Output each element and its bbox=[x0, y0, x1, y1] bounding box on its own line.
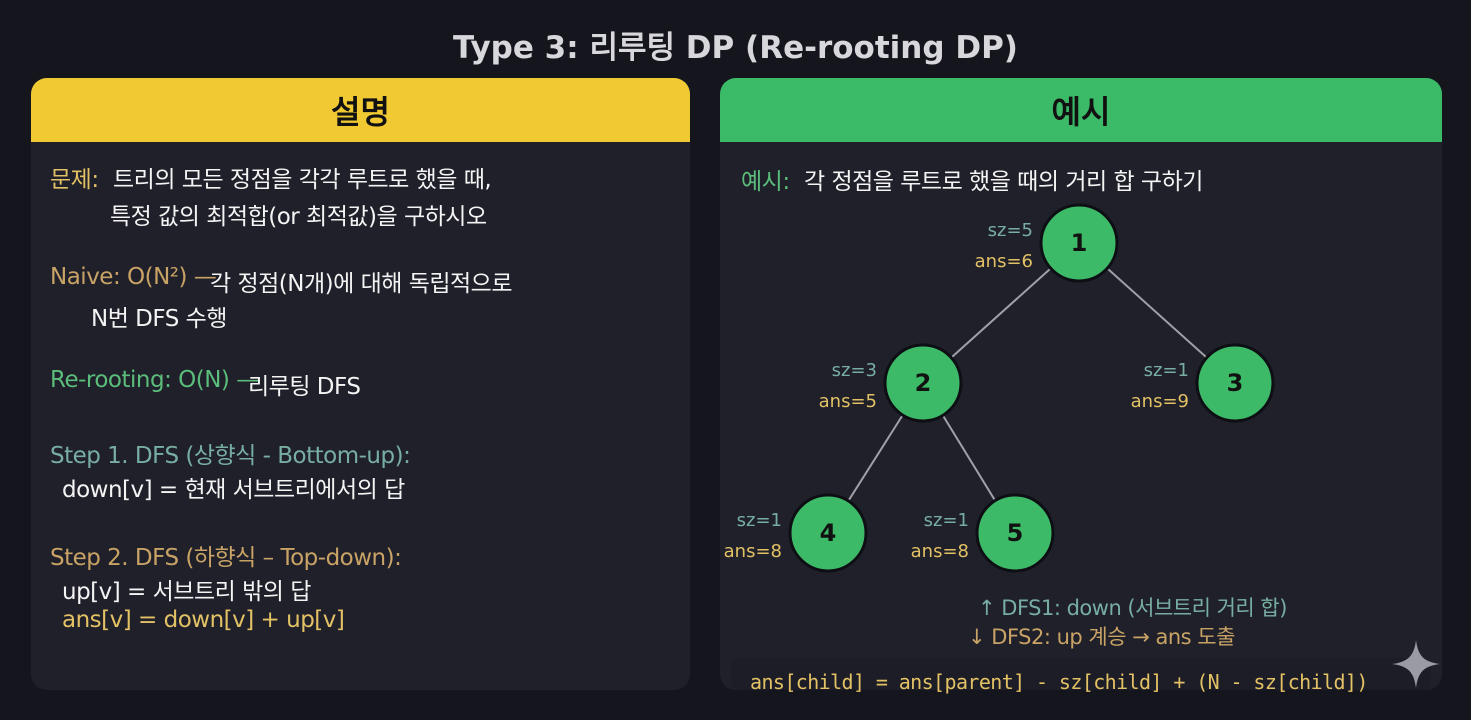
node-ans: ans=6 bbox=[975, 251, 1033, 272]
step2-text-1: up[v] = 서브트리 밖의 답 bbox=[62, 579, 311, 605]
tree-node bbox=[883, 343, 963, 423]
node-sz: sz=1 bbox=[1144, 360, 1189, 381]
tree-node bbox=[975, 493, 1055, 573]
example-panel: 예시 bbox=[720, 78, 1442, 690]
node-sz: sz=1 bbox=[924, 510, 969, 531]
naive-line-2: N번 DFS 수행 bbox=[91, 306, 227, 332]
node-label: 3 bbox=[1227, 369, 1244, 397]
node-ans: ans=8 bbox=[911, 541, 969, 562]
node-label: 5 bbox=[1007, 519, 1024, 547]
tree-node bbox=[1039, 203, 1119, 283]
step2-text-2: ans[v] = down[v] + up[v] bbox=[62, 607, 345, 633]
node-ans: ans=5 bbox=[819, 391, 877, 412]
example-text: 각 정점을 루트로 했을 때의 거리 합 구하기 bbox=[804, 169, 1203, 195]
node-label: 1 bbox=[1071, 229, 1088, 257]
sparkle-icon bbox=[1392, 640, 1440, 688]
reroot-label: Re-rooting: O(N) — bbox=[50, 367, 259, 393]
tree-node bbox=[788, 493, 868, 573]
dfs2-note: ↓ DFS2: up 계승 → ans 도출 bbox=[968, 625, 1235, 649]
naive-label: Naive: O(N²) — bbox=[50, 264, 217, 290]
node-label: 4 bbox=[820, 519, 837, 547]
explanation-panel: 설명 bbox=[31, 78, 690, 690]
example-label: 예시: bbox=[741, 169, 790, 195]
node-ans: ans=8 bbox=[724, 541, 782, 562]
problem-line-2: 특정 값의 최적합(or 최적값)을 구하시오 bbox=[110, 204, 487, 230]
problem-line-1: 트리의 모든 정점을 각각 루트로 했을 때, bbox=[113, 167, 492, 193]
explanation-header: 설명 bbox=[31, 78, 690, 142]
reroot-text: 리루팅 DFS bbox=[248, 374, 361, 400]
node-sz: sz=5 bbox=[988, 220, 1033, 241]
naive-line-1: 각 정점(N개)에 대해 독립적으로 bbox=[210, 271, 513, 297]
step2-label: Step 2. DFS (하향식 – Top-down): bbox=[50, 545, 402, 571]
problem-label: 문제: bbox=[50, 167, 99, 193]
dfs1-note: ↑ DFS1: down (서브트리 거리 합) bbox=[978, 596, 1287, 620]
node-ans: ans=9 bbox=[1131, 391, 1189, 412]
formula-text: ans[child] = ans[parent] - sz[child] + (… bbox=[750, 670, 1368, 694]
example-header: 예시 bbox=[720, 78, 1442, 142]
step1-text: down[v] = 현재 서브트리에서의 답 bbox=[62, 477, 405, 503]
formula-box bbox=[731, 658, 1431, 690]
page-title: Type 3: 리루팅 DP (Re-rooting DP) bbox=[453, 30, 1018, 66]
node-label: 2 bbox=[915, 369, 932, 397]
node-sz: sz=3 bbox=[832, 360, 877, 381]
step1-label: Step 1. DFS (상향식 - Bottom-up): bbox=[50, 443, 411, 469]
node-sz: sz=1 bbox=[737, 510, 782, 531]
tree-node bbox=[1195, 343, 1275, 423]
